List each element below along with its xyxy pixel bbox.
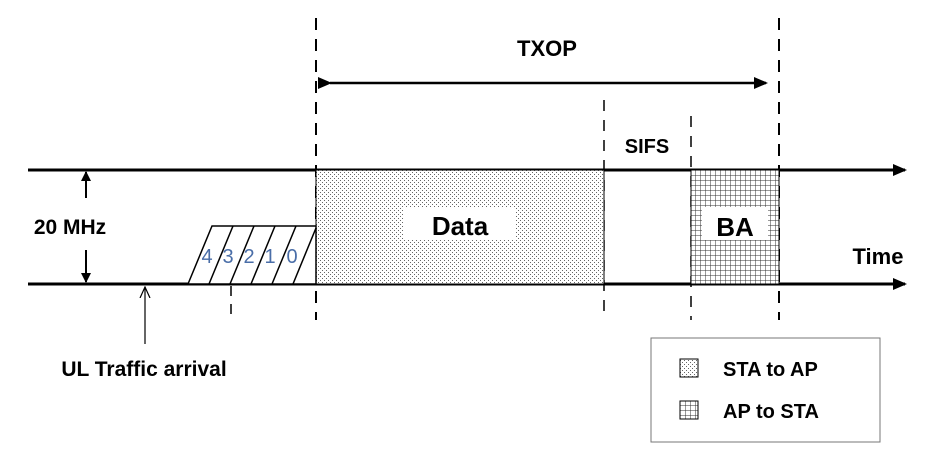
- sifs-label: SIFS: [625, 136, 669, 158]
- ba-label: BA: [716, 212, 754, 242]
- txop-label: TXOP: [517, 36, 577, 61]
- legend-box: [650, 337, 881, 443]
- backoff-slot-outline: [186, 225, 317, 285]
- legend-swatch-ap-to-sta: [679, 400, 699, 420]
- backoff-divider: [271, 225, 297, 285]
- legend-label-ap-to-sta: AP to STA: [723, 401, 819, 423]
- data-label-box: [404, 208, 516, 240]
- bandwidth-label: 20 MHz: [34, 216, 106, 239]
- backoff-slot-label: 1: [264, 246, 275, 268]
- legend-label-sta-to-ap: STA to AP: [723, 359, 818, 381]
- backoff-slot-label: 3: [222, 246, 233, 268]
- backoff-slot-label: 2: [243, 246, 254, 268]
- backoff-slots: 4 3 2 1 0: [186, 225, 317, 285]
- legend: STA to AP AP to STA: [650, 337, 881, 443]
- time-label: Time: [853, 244, 904, 269]
- backoff-divider: [229, 225, 255, 285]
- ba-label-box: [702, 207, 768, 240]
- backoff-divider: [208, 225, 234, 285]
- data-label: Data: [432, 211, 489, 241]
- data-frame: [315, 169, 605, 285]
- backoff-divider: [250, 225, 276, 285]
- arrival-label: UL Traffic arrival: [61, 358, 226, 381]
- backoff-slot-label: 4: [201, 246, 212, 268]
- legend-swatch-sta-to-ap: [679, 358, 699, 378]
- backoff-slot-label: 0: [286, 246, 297, 268]
- backoff-divider: [292, 227, 317, 285]
